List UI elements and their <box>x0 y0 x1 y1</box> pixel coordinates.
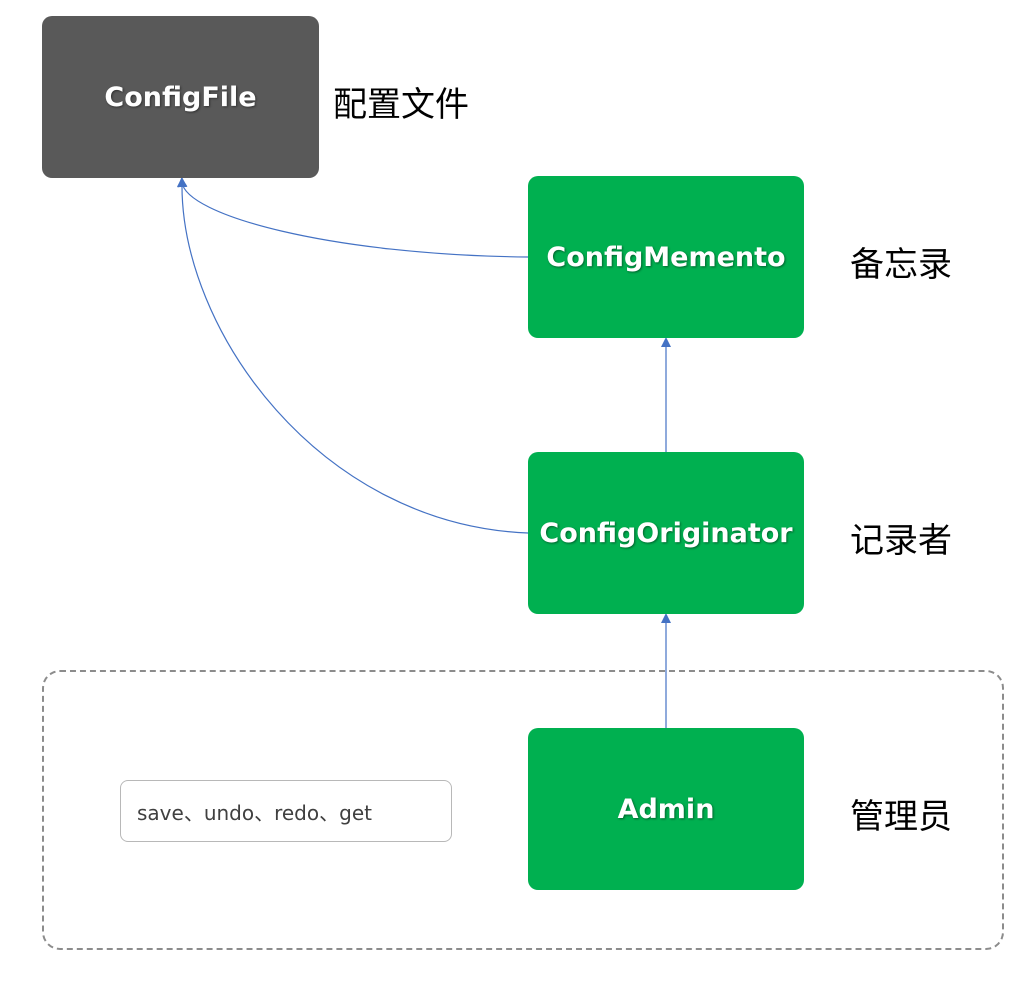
configmemento-node: ConfigMemento <box>528 176 804 338</box>
configmemento-label: ConfigMemento <box>546 241 786 273</box>
configmemento-caption: 备忘录 <box>850 245 952 285</box>
admin-group-boundary <box>42 670 1004 950</box>
originator-to-configfile-arrow <box>176 177 529 534</box>
configfile-caption: 配置文件 <box>333 85 469 125</box>
configfile-label: ConfigFile <box>104 81 257 113</box>
admin-label: Admin <box>617 793 715 825</box>
admin-operations-box: save、undo、redo、get <box>120 780 452 842</box>
configfile-node: ConfigFile <box>42 16 319 178</box>
admin-node: Admin <box>528 728 804 890</box>
admin-caption: 管理员 <box>850 797 952 837</box>
memento-to-configfile-arrow <box>177 177 529 258</box>
configoriginator-node: ConfigOriginator <box>528 452 804 614</box>
configoriginator-caption: 记录者 <box>850 521 952 561</box>
configoriginator-label: ConfigOriginator <box>539 517 793 549</box>
admin-operations-text: save、undo、redo、get <box>137 800 372 825</box>
